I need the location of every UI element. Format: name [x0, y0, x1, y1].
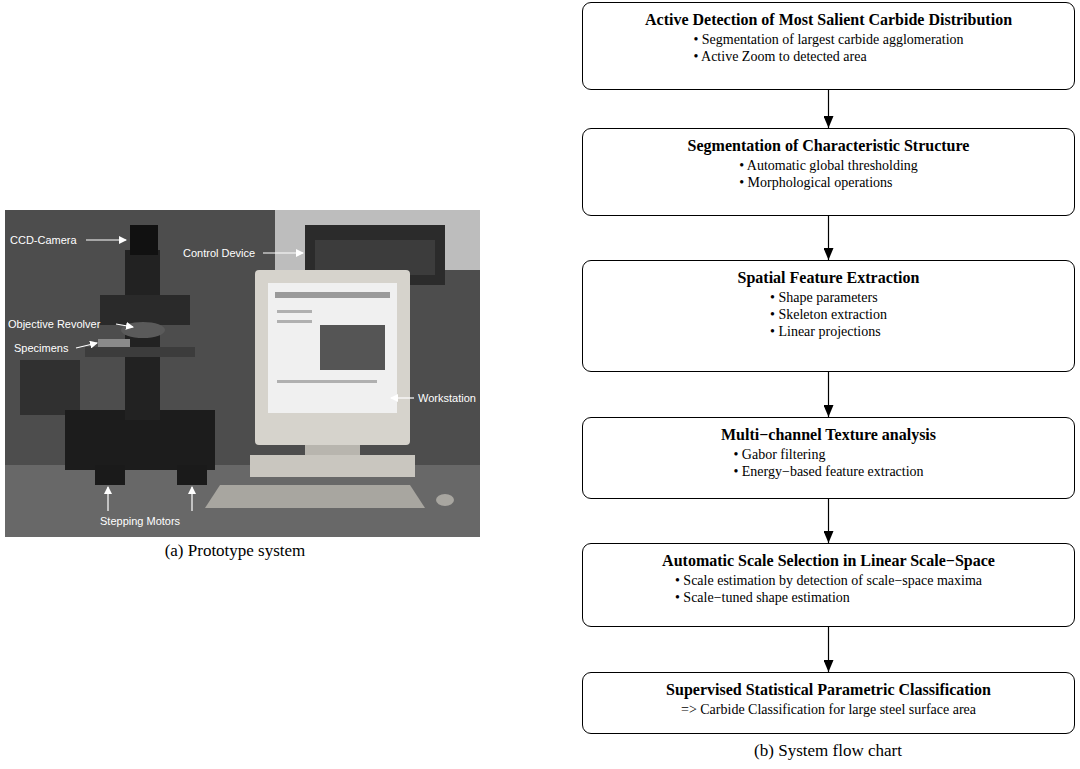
box-heading: Supervised Statistical Parametric Classi… — [666, 680, 991, 699]
photo-background — [5, 210, 480, 537]
subfigure-caption: (a) Prototype system — [165, 541, 306, 561]
specimens — [98, 339, 130, 347]
microscope-stage — [85, 347, 195, 357]
photo-label: Workstation — [418, 392, 476, 405]
bullet-item: • Linear projections — [770, 323, 887, 340]
bullet-item: • Skeleton extraction — [770, 306, 887, 323]
photo-label: Control Device — [183, 247, 255, 260]
box-heading: Multi−channel Texture analysis — [721, 425, 936, 444]
leader-line — [391, 397, 414, 398]
leader-line — [191, 487, 192, 511]
bullet-item: • Gabor filtering — [733, 446, 923, 463]
box-body: • Shape parameters• Skeleton extraction•… — [770, 289, 887, 340]
bullet-item: • Active Zoom to detected area — [693, 48, 963, 65]
bullet-item: => Carbide Classification for large stee… — [681, 701, 976, 718]
box-body: • Segmentation of largest carbide agglom… — [693, 31, 963, 65]
box-body: • Scale estimation by detection of scale… — [675, 572, 982, 606]
flow-arrow — [828, 372, 829, 417]
mouse — [436, 494, 454, 506]
bullet-item: • Energy−based feature extraction — [733, 463, 923, 480]
flow-arrow — [828, 90, 829, 128]
photo-label: Specimens — [14, 342, 68, 355]
photo-label: CCD-Camera — [10, 234, 77, 247]
leader-line — [107, 487, 108, 511]
process-box: Supervised Statistical Parametric Classi… — [582, 672, 1075, 734]
workstation-case — [250, 455, 415, 477]
screen-image — [320, 325, 385, 370]
bullet-item: • Automatic global thresholding — [739, 157, 918, 174]
control-device-panel — [315, 240, 435, 275]
microscope-head — [100, 295, 190, 325]
subfigure-caption: (b) System flow chart — [754, 741, 902, 761]
process-box: Automatic Scale Selection in Linear Scal… — [582, 543, 1075, 627]
box-heading: Spatial Feature Extraction — [738, 268, 920, 287]
photo-label: Objective Revolver — [8, 318, 100, 331]
process-box: Multi−channel Texture analysis • Gabor fi… — [582, 417, 1075, 499]
flow-arrow — [828, 627, 829, 672]
leader-line — [116, 324, 133, 327]
box-heading: Automatic Scale Selection in Linear Scal… — [662, 551, 995, 570]
lamp-housing — [20, 360, 80, 415]
bullet-item: • Scale−tuned shape estimation — [675, 589, 982, 606]
bullet-item: • Segmentation of largest carbide agglom… — [693, 31, 963, 48]
photo-label: Stepping Motors — [100, 515, 180, 528]
stepping-motor — [95, 465, 125, 485]
flow-arrow — [828, 499, 829, 543]
process-box: Segmentation of Characteristic Structure… — [582, 128, 1075, 216]
bullet-item: • Morphological operations — [739, 174, 918, 191]
leader-line — [86, 239, 126, 240]
bullet-item: • Scale estimation by detection of scale… — [675, 572, 982, 589]
flow-arrow — [828, 216, 829, 260]
screen-bar — [275, 292, 390, 298]
monitor — [255, 270, 410, 445]
ccd-camera — [130, 225, 158, 255]
monitor-screen — [268, 283, 397, 413]
objective-revolver — [121, 322, 165, 338]
box-heading: Segmentation of Characteristic Structure — [688, 136, 970, 155]
stepping-motor — [177, 465, 207, 485]
box-body: • Gabor filtering• Energy−based feature … — [733, 446, 923, 480]
prototype-photo — [5, 210, 480, 537]
screen-text — [277, 320, 312, 323]
process-box: Active Detection of Most Salient Carbide… — [582, 2, 1075, 90]
leader-line — [263, 252, 303, 253]
process-box: Spatial Feature Extraction • Shape parame… — [582, 260, 1075, 372]
box-body: • Automatic global thresholding• Morphol… — [739, 157, 918, 191]
screen-text — [277, 380, 377, 383]
leader-line — [76, 343, 97, 348]
box-heading: Active Detection of Most Salient Carbide… — [645, 10, 1012, 29]
box-body: => Carbide Classification for large stee… — [681, 701, 976, 718]
keyboard — [205, 485, 425, 508]
screen-text — [277, 310, 312, 313]
bullet-item: • Shape parameters — [770, 289, 887, 306]
